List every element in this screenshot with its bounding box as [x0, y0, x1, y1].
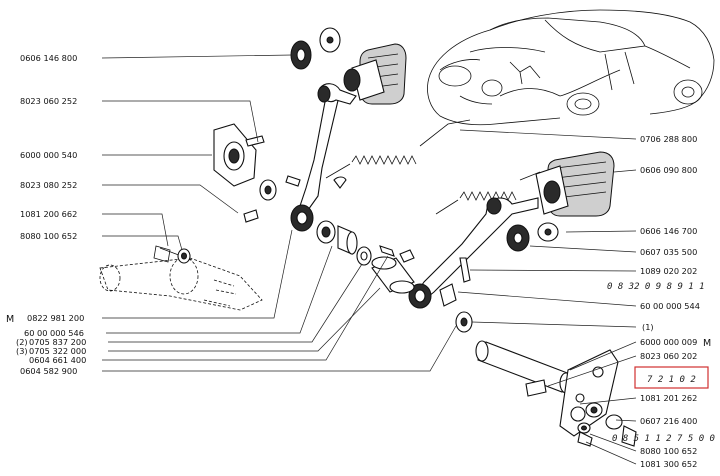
- part-label-1089-020-202: 1089 020 202: [640, 266, 697, 276]
- label-prefix-m: M: [6, 314, 14, 325]
- part-label-0606-146-800: 0606 146 800: [20, 53, 77, 63]
- part-label-8023-060-202: 8023 060 202: [640, 351, 697, 361]
- part-label-6000-000-540: 6000 000 540: [20, 150, 77, 160]
- leader-lines-right: [457, 129, 637, 465]
- part-label-0705-837-200: 0705 837 200: [29, 337, 86, 347]
- return-spring-left: [325, 119, 471, 179]
- highlight-box: [634, 366, 709, 389]
- clutch-pedal-assembly: [99, 27, 407, 311]
- part-label-0606-146-700: 0606 146 700: [640, 226, 697, 236]
- part-label-60-00-000-546: 60 00 000 546: [24, 328, 84, 338]
- car-illustration: [427, 9, 715, 126]
- leader-lines-left: [101, 54, 457, 372]
- label-suffix-m: M: [703, 338, 711, 349]
- part-label-8023-080-252: 8023 080 252: [20, 180, 77, 190]
- part-label-0822-981-200: 0822 981 200: [27, 313, 84, 323]
- handwritten-label-0851127500: 0 8 5 1 1 2 7 5 0 0: [612, 434, 715, 444]
- part-label-0705-322-000: 0705 322 000: [29, 346, 86, 356]
- part-label-0606-090-800: 0606 090 800: [640, 165, 697, 175]
- part-label-1081-201-262: 1081 201 262: [640, 393, 697, 403]
- part-label-1081-200-662: 1081 200 662: [20, 209, 77, 219]
- note-label-1: (1): [642, 322, 654, 332]
- part-label-0604-661-400: 0604 661 400: [29, 355, 86, 365]
- labels-right: 0706 288 800 0606 090 800 0606 146 700 0…: [607, 134, 715, 469]
- handwritten-label-083209891: 0 8 32 0 9 8 9 1 1: [607, 282, 705, 292]
- part-label-6000-000-009: 6000 000 009: [640, 337, 697, 347]
- part-label-8080-100-652: 8080 100 652: [20, 231, 77, 241]
- part-label-0607-216-400: 0607 216 400: [640, 416, 697, 426]
- part-label-0607-035-500: 0607 035 500: [640, 247, 697, 257]
- part-label-0706-288-800: 0706 288 800: [640, 134, 697, 144]
- part-label-1081-300-652: 1081 300 652: [640, 459, 697, 469]
- part-label-0604-582-900: 0604 582 900: [20, 366, 77, 376]
- part-label-8023-060-252: 8023 060 252: [20, 96, 77, 106]
- label-prefix-2: (2): [16, 337, 28, 347]
- label-prefix-3: (3): [16, 346, 28, 356]
- brake-pedal-assembly: [371, 151, 637, 447]
- labels-left: 0606 146 800 8023 060 252 6000 000 540 8…: [6, 53, 86, 376]
- part-label-60-00-000-544: 60 00 000 544: [640, 301, 700, 311]
- part-label-8080-100-652-right: 8080 100 652: [640, 446, 697, 456]
- handwritten-label-72102: 7 2 1 0 2: [647, 375, 696, 385]
